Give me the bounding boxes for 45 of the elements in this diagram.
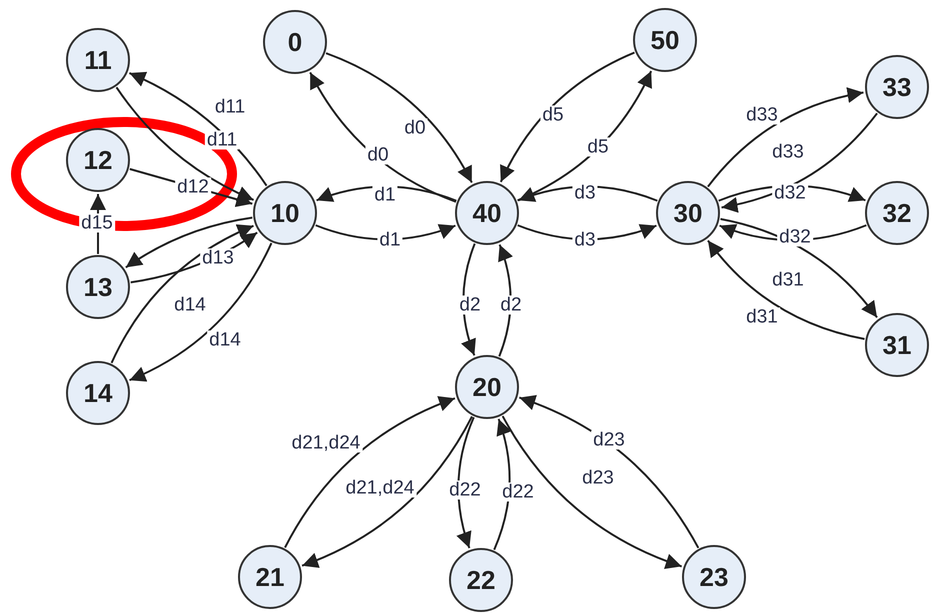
- edge-label: d5: [585, 138, 611, 156]
- edge-label: d12: [175, 178, 211, 196]
- state-number: 20: [472, 370, 502, 404]
- state-number: 12: [84, 144, 112, 176]
- arrow: [500, 52, 635, 182]
- state-number: 22: [466, 564, 496, 596]
- arrow: [518, 395, 700, 548]
- state-number: 40: [472, 196, 502, 230]
- arrow: [110, 224, 254, 364]
- arrow: [502, 416, 682, 569]
- state-number: 33: [882, 70, 912, 104]
- edge-label: d11: [204, 130, 240, 150]
- arrow: [309, 72, 456, 203]
- state-number: 30: [674, 196, 702, 230]
- edge-label: d2: [498, 296, 524, 314]
- edge-label: d0: [365, 146, 391, 164]
- edge-label: d23: [591, 430, 627, 450]
- state-number: 31: [882, 328, 912, 362]
- arrow: [721, 112, 878, 212]
- state-number: 13: [84, 270, 112, 304]
- edge-label: d21,d24: [290, 434, 362, 452]
- state-number: 21: [256, 560, 284, 594]
- edge-label: d21,d24: [344, 478, 416, 498]
- edge-label: d22: [447, 480, 483, 500]
- arrow: [707, 88, 864, 188]
- state-number: 11: [84, 44, 112, 76]
- edge-label: d32: [777, 228, 813, 246]
- arrow: [302, 416, 473, 568]
- edge-label: d15: [79, 214, 115, 232]
- arrow: [129, 242, 272, 382]
- state-number: 10: [270, 196, 300, 230]
- arrow: [720, 218, 878, 318]
- state-number: 23: [700, 560, 728, 594]
- state-number: 50: [650, 24, 680, 56]
- arrow: [116, 86, 254, 201]
- edge-label: d22: [500, 482, 536, 502]
- edge-label: d33: [744, 106, 780, 124]
- state-number: 0: [288, 26, 302, 58]
- arrow: [326, 52, 473, 184]
- state-number: 14: [84, 376, 112, 410]
- edge-label: d13: [200, 248, 236, 268]
- state-number: 32: [882, 196, 912, 230]
- arrow: [707, 240, 865, 340]
- arrow: [125, 216, 252, 268]
- edge-label: d2: [457, 296, 483, 314]
